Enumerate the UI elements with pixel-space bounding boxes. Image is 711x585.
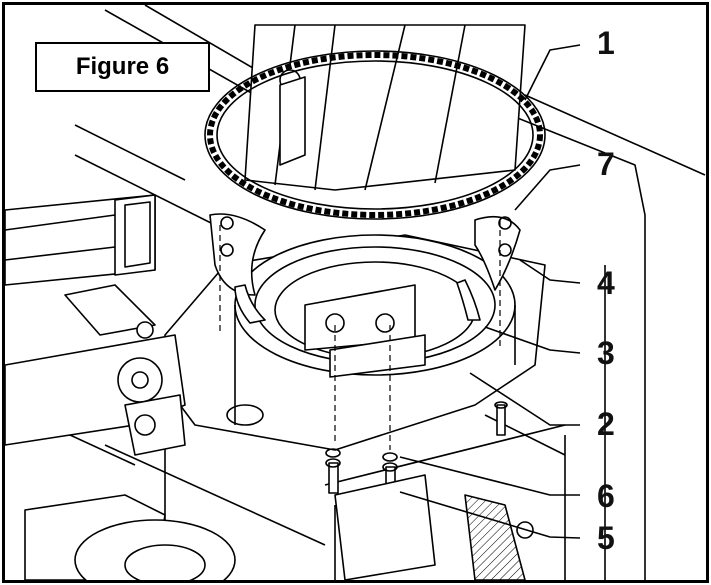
bearing-shoe-left xyxy=(234,284,266,324)
assembly-centerlines xyxy=(219,220,501,450)
lower-mount xyxy=(24,321,534,580)
clamp-segment-right xyxy=(474,215,521,291)
ring-gear xyxy=(204,50,546,220)
callout-6: 6 xyxy=(597,478,615,514)
left-arm xyxy=(5,284,186,456)
callout-2: 2 xyxy=(597,406,615,442)
callout-5: 5 xyxy=(597,520,615,556)
inner-bracket xyxy=(304,284,426,378)
clamp-segment-left xyxy=(209,213,266,296)
exploded-assembly-drawing xyxy=(5,5,706,580)
bearing-shoe-right xyxy=(456,279,481,321)
callout-3: 3 xyxy=(597,335,615,371)
callout-7: 7 xyxy=(597,146,615,182)
chute xyxy=(244,24,526,191)
callout-4: 4 xyxy=(597,265,615,301)
figure-caption: Figure 6 xyxy=(35,42,210,92)
left-tube xyxy=(5,194,156,286)
callout-1: 1 xyxy=(597,25,615,61)
leader-lines xyxy=(399,44,581,539)
